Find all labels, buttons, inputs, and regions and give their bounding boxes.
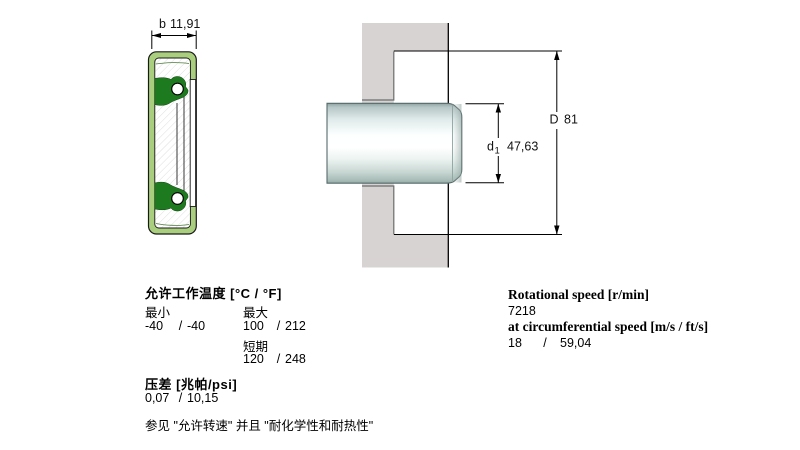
dimension-b-value: 11,91 [170, 17, 200, 31]
dimension-D-value: 81 [564, 113, 578, 127]
seal-cross-section [147, 51, 197, 235]
temperature-max-f: 212 [285, 319, 306, 333]
case-fold-line [155, 223, 190, 226]
slash-separator: / [276, 352, 281, 366]
dimension-b [151, 30, 197, 49]
dimension-d1-value: 47,63 [507, 140, 538, 154]
reference-note: 参见 "允许转速" 并且 "耐化学性和耐热性" [145, 419, 374, 433]
dimension-b-label: b [159, 17, 166, 31]
temperature-min-label: 最小 [145, 306, 171, 320]
temperature-short-term-label: 短期 [243, 340, 269, 354]
dimension-D [393, 50, 562, 235]
pressure-title: 压差 [兆帕/psi] [145, 377, 238, 392]
dimension-D-label: D [550, 113, 559, 127]
garter-spring-bottom [171, 192, 184, 205]
arrow-right-icon [187, 33, 196, 38]
temperature-short-c: 120 [243, 352, 264, 366]
garter-spring-top [171, 82, 184, 96]
circ-speed-ms: 18 [508, 336, 522, 350]
temperature-min-c: -40 [145, 319, 164, 333]
temperature-short-f: 248 [285, 352, 306, 366]
temperature-min-values: -40 / -40 [145, 319, 205, 333]
pressure-values: 0,07 / 10,15 [145, 391, 218, 405]
pressure-mpa: 0,07 [145, 391, 170, 405]
case-fold-line [155, 62, 190, 65]
arrow-up-icon [554, 51, 560, 60]
temperature-max-label: 最大 [243, 306, 269, 320]
circ-speed-fts: 59,04 [560, 336, 592, 350]
arrow-down-icon [554, 225, 560, 235]
temperature-max-values: 100 / 212 [243, 319, 306, 333]
arrow-up-icon [495, 103, 501, 113]
slash-separator: / [178, 391, 183, 405]
shaft-chamfer-shading [452, 104, 462, 183]
rotational-speed-title: Rotational speed [r/min] [508, 287, 649, 302]
temperature-max-c: 100 [243, 319, 264, 333]
shaft [326, 102, 463, 184]
slash-separator: / [178, 319, 183, 333]
circumferential-speed-title: at circumferential speed [m/s / ft/s] [508, 319, 709, 334]
circumferential-speed-values: 18 / 59,04 [508, 336, 591, 350]
dimension-d1 [465, 103, 504, 184]
temperature-min-f: -40 [187, 319, 206, 333]
recess-outline-bottom [362, 185, 395, 234]
seal-case-opening [189, 79, 197, 207]
slash-separator: / [543, 336, 547, 350]
recess-outline-top [362, 51, 395, 101]
temperature-short-term-values: 120 / 248 [243, 352, 306, 366]
arrow-left-icon [152, 33, 161, 38]
shaft-body [326, 102, 463, 184]
slash-separator: / [276, 319, 281, 333]
dimension-d1-label: d [487, 140, 494, 154]
temperature-title: 允许工作温度 [°C / °F] [145, 286, 282, 301]
arrow-down-icon [495, 174, 501, 183]
pressure-psi: 10,15 [187, 391, 219, 405]
rotational-speed-value: 7218 [508, 304, 536, 318]
dimension-d1-subscript: 1 [495, 146, 500, 157]
